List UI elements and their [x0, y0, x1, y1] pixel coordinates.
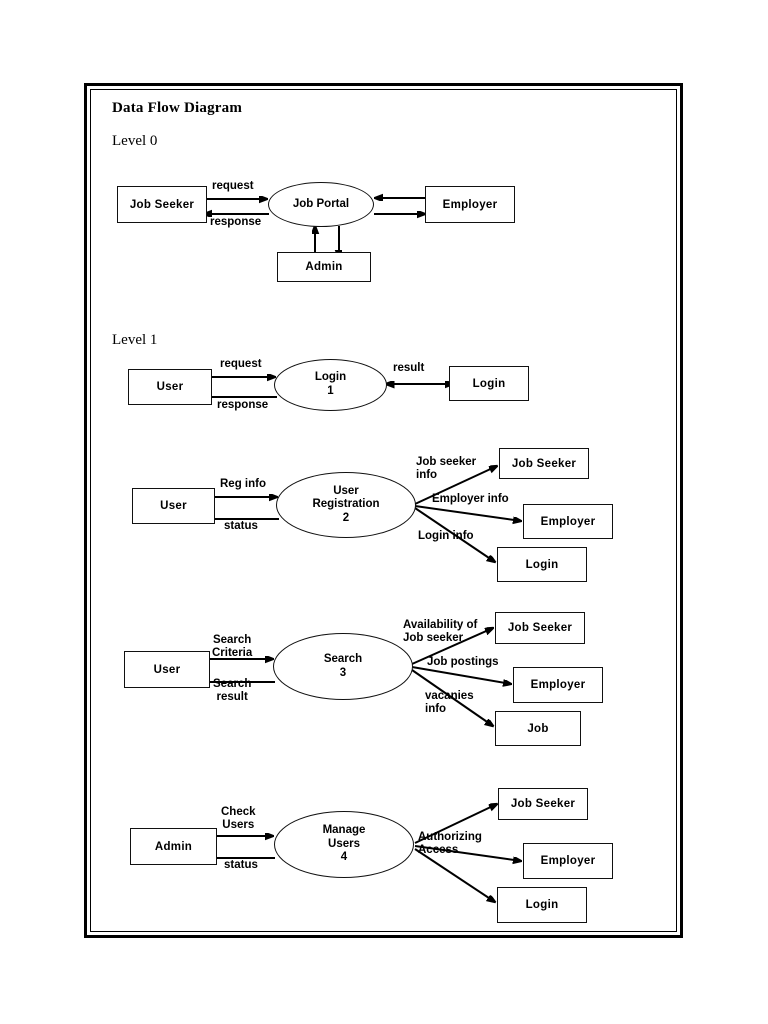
p2-process-user-registration[interactable]: User Registration 2: [276, 472, 416, 538]
p2-flow-job-seeker-info-line1: Job seeker: [416, 456, 477, 468]
p4-store-employer[interactable]: Employer: [523, 843, 613, 879]
p4-process-name-line2: Users: [328, 837, 360, 850]
p2-flow-login-info: Login info: [418, 530, 474, 542]
p3-process-number: 3: [339, 666, 347, 679]
level-0-label: Level 0: [112, 133, 158, 149]
p2-entity-user[interactable]: User: [132, 488, 215, 524]
p3-flow-search-criteria-line1: Search: [212, 634, 252, 646]
p4-entity-admin[interactable]: Admin: [130, 828, 217, 865]
p1-flow-request: request: [220, 358, 262, 370]
p3-flow-availability: Availability of Job seeker: [403, 619, 477, 645]
p3-flow-vacancies-line2: info: [425, 702, 447, 715]
p2-store-employer[interactable]: Employer: [523, 504, 613, 539]
p2-flow-reg-info: Reg info: [220, 478, 266, 490]
p1-process-name: Login: [314, 371, 347, 384]
p2-process-name-line2: Registration: [312, 498, 380, 511]
p2-flow-status: status: [224, 520, 258, 532]
level0-process-job-portal-label: Job Portal: [292, 197, 350, 210]
level0-process-job-portal[interactable]: Job Portal: [268, 182, 374, 227]
p4-flow-check-users-line1: Check: [221, 806, 256, 818]
p3-flow-search-result-line1: Search: [213, 678, 252, 690]
diagram-edges: [200, 86, 686, 941]
level0-entity-job-seeker[interactable]: Job Seeker: [117, 186, 207, 223]
p1-process-login[interactable]: Login 1: [274, 359, 387, 411]
p3-store-employer[interactable]: Employer: [513, 667, 603, 703]
p3-flow-availability-line2: Job seeker: [403, 631, 464, 644]
level-1-label: Level 1: [112, 332, 158, 348]
level0-flow-response: response: [210, 216, 262, 228]
p2-store-job-seeker[interactable]: Job Seeker: [499, 448, 589, 479]
level0-flow-request: request: [212, 180, 254, 192]
p4-process-name-line1: Manage: [322, 824, 366, 837]
level0-entity-admin[interactable]: Admin: [277, 252, 371, 282]
p3-process-name: Search: [323, 652, 363, 665]
p1-entity-user[interactable]: User: [128, 369, 212, 405]
p3-entity-user[interactable]: User: [124, 651, 210, 688]
p4-flow-check-users-line2: Users: [222, 818, 255, 831]
p2-flow-job-seeker-info: Job seeker info: [416, 456, 476, 482]
p3-store-job-seeker[interactable]: Job Seeker: [495, 612, 585, 644]
p4-flow-status: status: [224, 859, 258, 871]
p4-process-number: 4: [340, 851, 348, 864]
p1-flow-response: response: [217, 399, 269, 411]
p3-flow-availability-line1: Availability of: [403, 619, 478, 631]
p4-store-job-seeker[interactable]: Job Seeker: [498, 788, 588, 820]
p2-process-number: 2: [342, 511, 350, 524]
p3-store-job[interactable]: Job: [495, 711, 581, 746]
p4-process-manage-users[interactable]: Manage Users 4: [274, 811, 414, 878]
page-title: Data Flow Diagram: [112, 100, 243, 116]
p2-process-name-line1: User: [333, 484, 359, 497]
p4-flow-check-users: Check Users: [221, 806, 256, 832]
p2-flow-employer-info: Employer info: [432, 493, 509, 505]
p1-process-number: 1: [327, 385, 334, 397]
p3-flow-job-postings: Job postings: [427, 656, 499, 668]
p4-flow-authorizing-line1: Authorizing: [418, 831, 482, 843]
p2-flow-job-seeker-info-line2: info: [416, 468, 438, 481]
p3-flow-search-criteria: Search Criteria: [212, 634, 252, 660]
p3-process-search[interactable]: Search 3: [273, 633, 413, 700]
p1-store-login[interactable]: Login: [449, 366, 529, 401]
p4-flow-authorizing-line2: Access: [418, 843, 459, 856]
p3-flow-search-result: Search result: [213, 678, 251, 704]
page-frame: Data Flow Diagram Level 0 Level 1: [84, 83, 683, 938]
p3-flow-vacancies-line1: vacanies: [425, 690, 474, 702]
p2-store-login[interactable]: Login: [497, 547, 587, 582]
level0-entity-employer[interactable]: Employer: [425, 186, 515, 223]
p3-flow-vacancies-info: vacanies info: [425, 690, 474, 716]
p3-flow-search-criteria-line2: Criteria: [212, 646, 253, 659]
p3-flow-search-result-line2: result: [216, 690, 248, 703]
p1-flow-result: result: [393, 362, 425, 374]
p4-store-login[interactable]: Login: [497, 887, 587, 923]
p4-flow-authorizing-access: Authorizing Access: [418, 831, 482, 857]
